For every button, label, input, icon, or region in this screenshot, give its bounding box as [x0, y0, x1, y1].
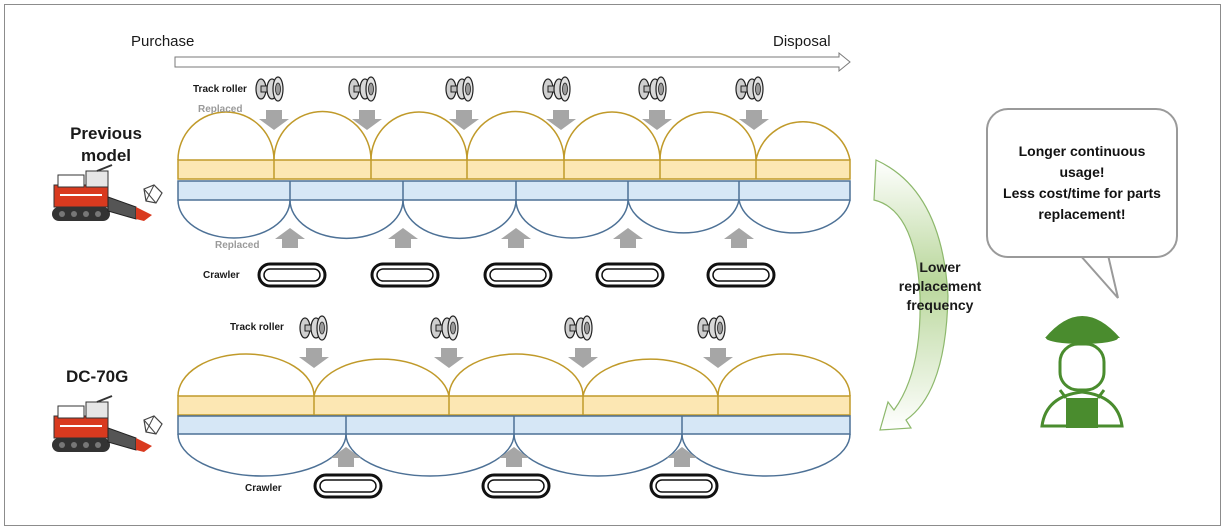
track-roller-icon [445, 76, 474, 102]
combine-harvester-icon [51, 395, 163, 453]
down-arrow [434, 348, 464, 368]
up-arrow [501, 228, 531, 248]
track-roller-icon [735, 76, 764, 102]
up-arrow [667, 447, 697, 467]
up-arrow [499, 447, 529, 467]
track-roller-icon [430, 315, 459, 341]
diagram-frame [4, 4, 1221, 526]
crawler-icon [257, 262, 327, 288]
up-arrow [724, 228, 754, 248]
speech-bubble: Longer continuous usage! Less cost/time … [986, 108, 1178, 258]
up-arrow [331, 447, 361, 467]
previous-track-roller-label: Track roller [193, 84, 247, 95]
down-arrow [299, 348, 329, 368]
timeline-end-label: Disposal [773, 33, 831, 50]
up-arrow [388, 228, 418, 248]
track-roller-icon [348, 76, 377, 102]
combine-harvester-icon [51, 164, 163, 222]
farmer-icon [1040, 316, 1124, 428]
roller-replaced-label: Replaced [198, 104, 243, 115]
track-roller-icon [542, 76, 571, 102]
previous-crawler-band [177, 180, 851, 201]
track-roller-icon [638, 76, 667, 102]
crawler-icon [313, 473, 383, 499]
previous-model-label: Previous model [70, 124, 142, 165]
down-arrow [568, 348, 598, 368]
previous-roller-band [177, 159, 851, 180]
down-arrow [259, 110, 289, 130]
speech-bubble-tail [1077, 254, 1119, 299]
crawler-icon [595, 262, 665, 288]
down-arrow [352, 110, 382, 130]
track-roller-icon [564, 315, 593, 341]
lower-replacement-frequency-label: Lower replacement frequency [898, 259, 982, 313]
new-crawler-arcs [177, 433, 851, 477]
down-arrow [703, 348, 733, 368]
lower-frequency-curve-arrow [873, 159, 949, 431]
track-roller-icon [697, 315, 726, 341]
crawler-icon [370, 262, 440, 288]
new-model-label: DC-70G [66, 367, 129, 386]
speech-line-2: Less cost/time for parts replacement! [1003, 185, 1161, 222]
timeline-start-label: Purchase [131, 33, 195, 50]
track-roller-icon [299, 315, 328, 341]
previous-crawler-label: Crawler [203, 270, 240, 281]
speech-line-1: Longer continuous usage! [1018, 143, 1146, 180]
crawler-icon [706, 262, 776, 288]
crawler-replaced-label: Replaced [215, 240, 260, 251]
new-roller-band [177, 395, 851, 416]
up-arrow [613, 228, 643, 248]
new-track-roller-label: Track roller [230, 322, 284, 333]
timeline-arrow [174, 51, 851, 73]
crawler-icon [649, 473, 719, 499]
previous-roller-arcs [177, 110, 851, 161]
new-roller-arcs [177, 353, 851, 397]
crawler-icon [483, 262, 553, 288]
track-roller-icon [255, 76, 284, 102]
previous-crawler-arcs [177, 199, 851, 240]
new-crawler-label: Crawler [245, 483, 282, 494]
up-arrow [275, 228, 305, 248]
crawler-icon [481, 473, 551, 499]
